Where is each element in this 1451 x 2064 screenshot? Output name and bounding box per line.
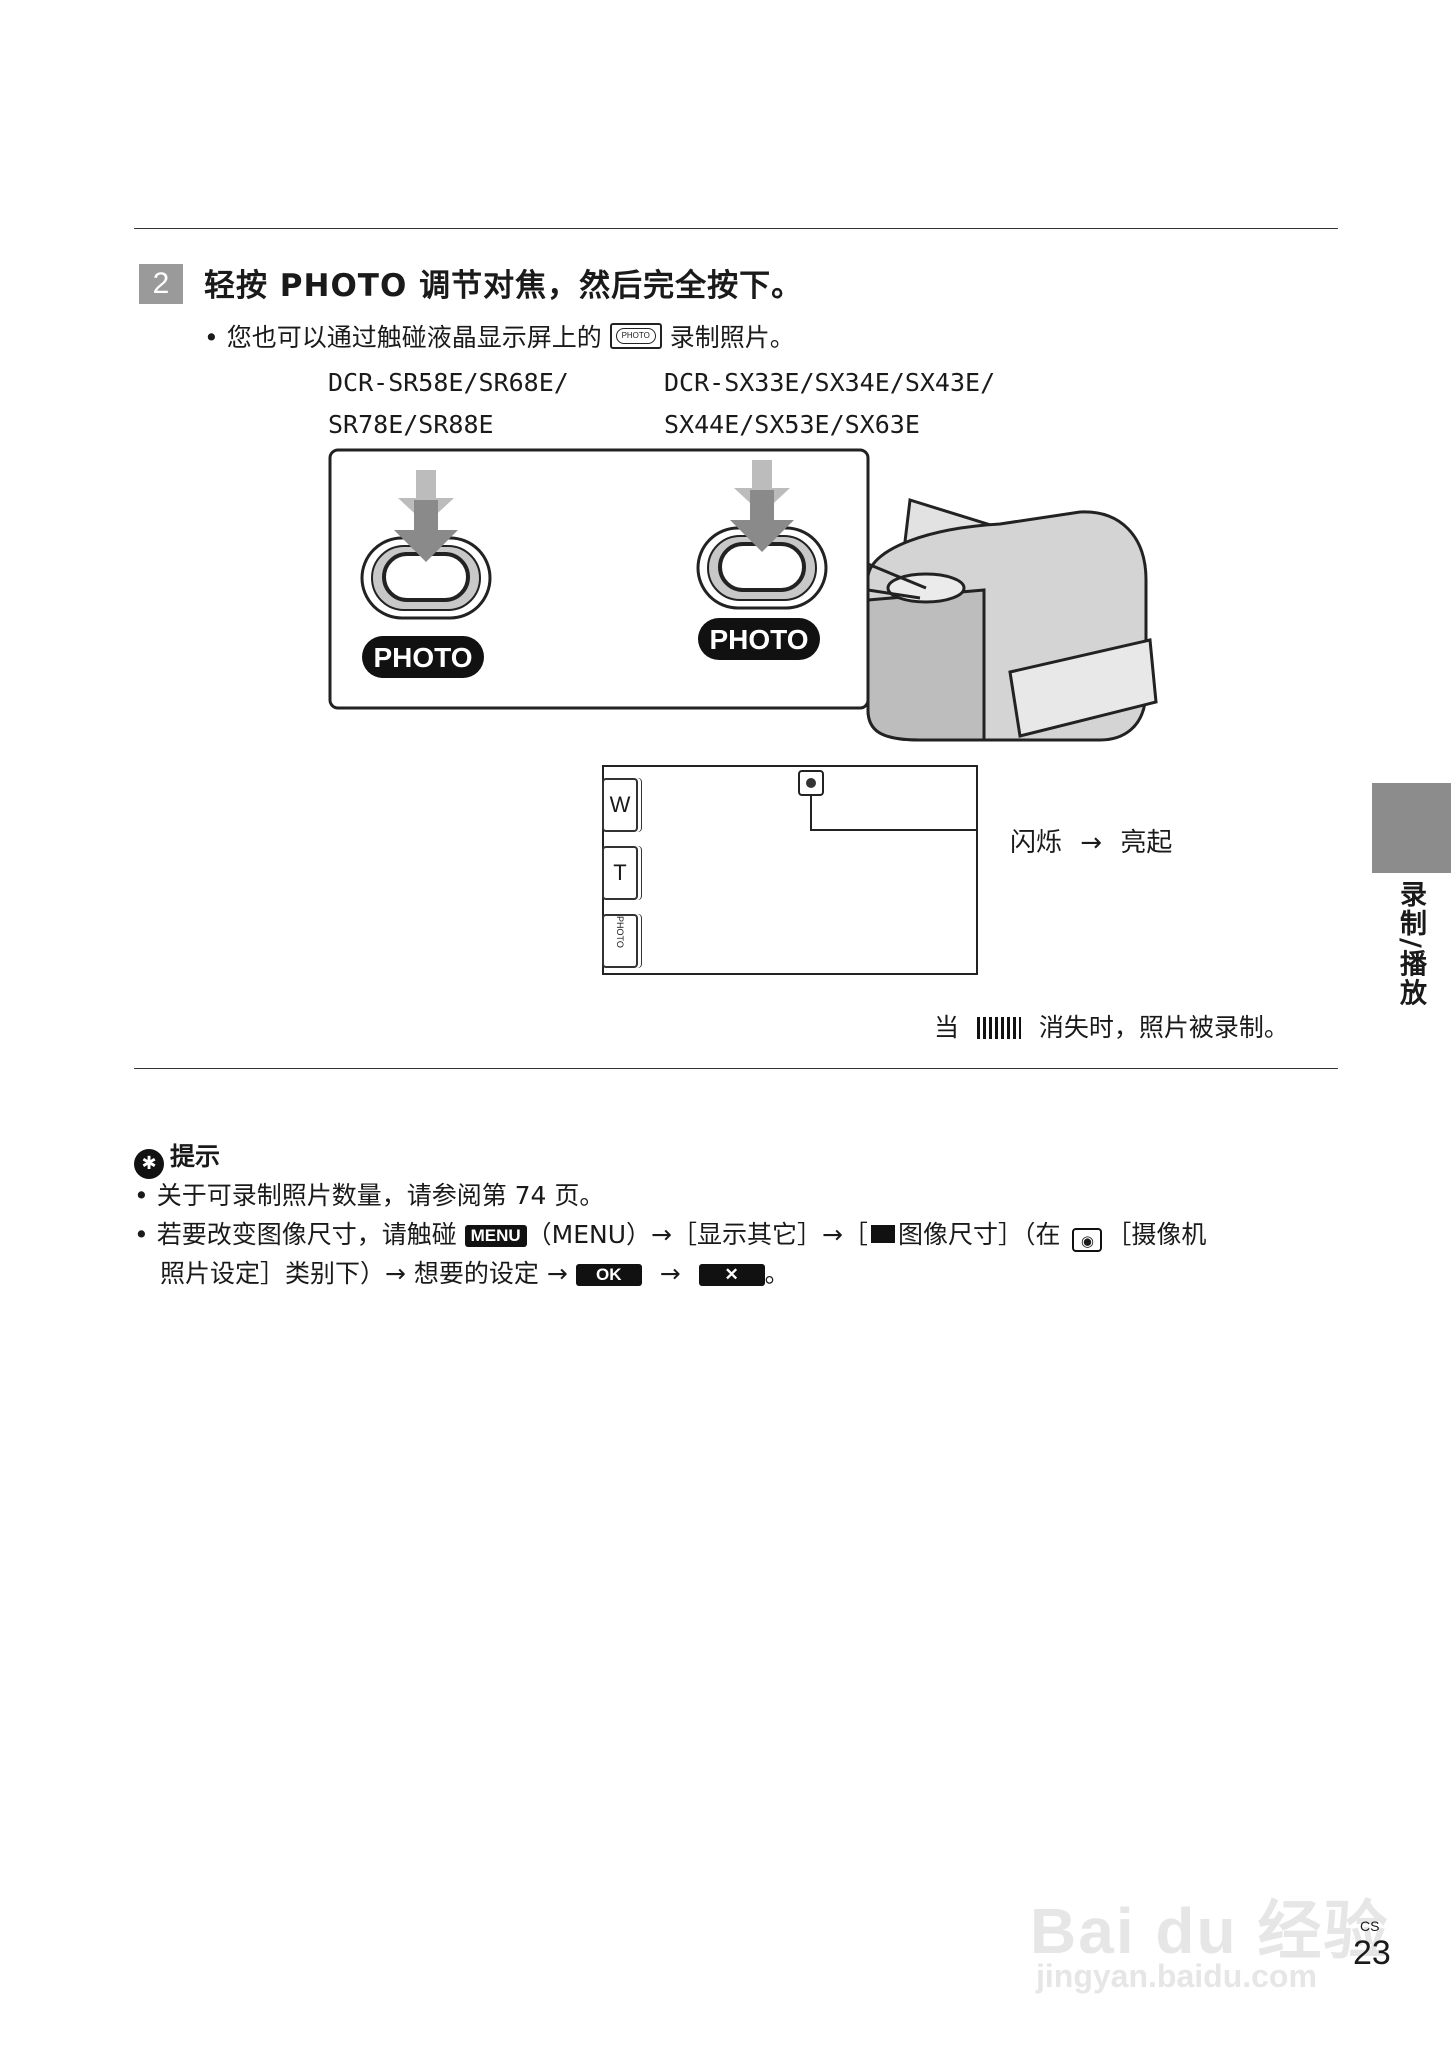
focus-indicator [798,770,824,796]
model-right-line1: DCR-SX33E/SX34E/SX43E/ [664,368,996,397]
recording-caption: 当 消失时，照片被录制。 [934,1013,1289,1042]
hint-item-1: • 关于可录制照片数量，请参阅第 74 页。 [134,1181,605,1210]
bottom-rule [134,1068,1338,1069]
watermark-brand: Bai du 经验 [1030,1895,1390,1967]
camcorder-illustration [866,498,1158,742]
lightbulb-icon: ✱ [134,1149,164,1179]
watermark-url: jingyan.baidu.com [1036,1958,1317,1994]
model-right-line2: SX44E/SX53E/SX63E [664,410,920,439]
step-title: 轻按 PHOTO 调节对焦，然后完全按下。 [204,268,804,304]
image-size-icon [870,1225,895,1243]
photo-button-left [360,470,492,678]
screen-photo-button[interactable]: PHOTO [602,914,638,968]
photo-button-right [696,460,828,660]
close-key-icon: ✕ [698,1264,765,1286]
side-tab [1372,783,1451,873]
ok-key-icon: OK [575,1264,642,1286]
photo-button-illustration: PHOTO PHOTO [328,448,1158,742]
hint-item-2-line1: • 若要改变图像尺寸，请触碰 MENU（MENU）→［显示其它］→［图像尺寸］（… [134,1220,1207,1252]
focus-callout: 闪烁 → 亮起 [1010,828,1173,858]
photo-touch-icon: PHOTO [609,323,662,349]
menu-key-icon: MENU [464,1225,527,1247]
callout-line [810,796,978,831]
photo-label-left: PHOTO [373,642,472,673]
bullet-text-before: 您也可以通过触碰液晶显示屏上的 [226,323,602,352]
side-tab-label: 录制/播放 [1395,880,1426,1008]
model-left-line1: DCR-SR58E/SR68E/ [328,368,569,397]
top-rule [134,228,1338,229]
focus-dot-icon [806,778,816,788]
camera-icon: ◉ [1072,1228,1103,1252]
hints-heading: ✱提示 [134,1137,220,1179]
zoom-w-button[interactable]: W [602,778,638,832]
bullet-text-after: 录制照片。 [669,323,795,352]
zoom-t-button[interactable]: T [602,846,638,900]
hint-item-2-line2: 照片设定］类别下）→ 想要的设定 → OK → ✕。 [160,1259,790,1288]
page-language: CS [1360,1918,1380,1934]
photo-label-right: PHOTO [709,624,808,655]
model-left-line2: SR78E/SR88E [328,410,494,439]
step-number: 2 [139,264,183,304]
recording-bar-icon [976,1017,1021,1039]
page-number: 23 [1353,1934,1391,1972]
